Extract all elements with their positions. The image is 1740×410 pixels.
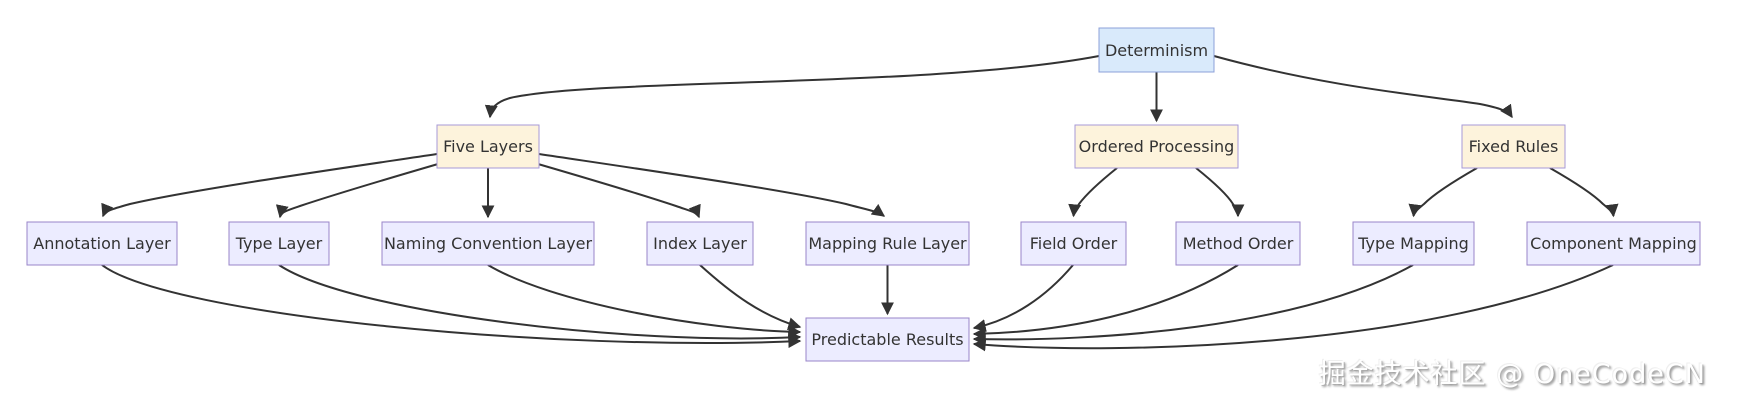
node-label: Annotation Layer [33,234,171,253]
node-box [381,221,595,266]
node-component-mapping: Component Mapping [1526,221,1701,266]
edge-fixed-rules-component-mapping [1549,167,1619,218]
edge-field-order-predictable-results [972,264,1074,332]
node-five-layers: Five Layers [436,124,540,169]
node-mapping-rule-layer: Mapping Rule Layer [805,221,970,266]
edge-five-layers-type-layer [275,163,439,219]
node-box [1526,221,1701,266]
node-type-layer: Type Layer [228,221,330,266]
node-index-layer: Index Layer [646,221,754,266]
edge-layer [101,55,1619,352]
node-label: Five Layers [443,137,533,156]
node-field-order: Field Order [1020,221,1127,266]
node-method-order: Method Order [1175,221,1301,266]
node-label: Ordered Processing [1079,137,1235,156]
node-ordered-processing: Ordered Processing [1074,124,1239,169]
node-naming-convention-layer: Naming Convention Layer [381,221,595,266]
node-label: Type Layer [235,234,323,253]
edge-method-order-predictable-results [972,264,1239,341]
edge-five-layers-mapping-rule-layer [538,153,886,217]
node-label: Predictable Results [811,330,963,349]
edge-index-layer-predictable-results [699,264,802,330]
node-determinism: Determinism [1098,27,1215,73]
node-box [805,221,970,266]
node-type-mapping: Type Mapping [1352,221,1475,266]
edge-determinism-fixed-rules [1213,55,1513,119]
edge-ordered-processing-method-order [1195,167,1245,218]
node-box [228,221,330,266]
edge-type-mapping-predictable-results [972,264,1414,346]
edge-five-layers-annotation-layer [101,153,438,218]
edge-determinism-five-layers [484,55,1100,119]
edge-component-mapping-predictable-results [972,264,1614,352]
node-label: Determinism [1105,41,1208,60]
node-box [1074,124,1239,169]
edge-ordered-processing-field-order [1068,167,1118,218]
edge-five-layers-index-layer [537,163,701,219]
node-box [436,124,540,169]
node-box [1175,221,1301,266]
node-box [646,221,754,266]
node-box [1352,221,1475,266]
edge-annotation-layer-predictable-results [101,264,802,349]
node-fixed-rules: Fixed Rules [1461,124,1566,169]
node-label: Index Layer [653,234,747,253]
node-box [805,317,970,362]
node-box [1020,221,1127,266]
node-label: Method Order [1183,234,1294,253]
node-annotation-layer: Annotation Layer [26,221,178,266]
node-label: Fixed Rules [1469,137,1559,156]
node-predictable-results: Predictable Results [805,317,970,362]
watermark-text: 掘金技术社区 @ OneCodeCN [1318,359,1706,390]
node-label: Field Order [1030,234,1118,253]
node-label: Mapping Rule Layer [808,234,967,253]
node-box [1098,27,1215,73]
node-box [26,221,178,266]
edge-fixed-rules-type-mapping [1408,167,1478,218]
edge-type-layer-predictable-results [278,264,802,345]
edge-naming-convention-layer-predictable-results [487,264,802,339]
node-box [1461,124,1566,169]
node-label: Component Mapping [1530,234,1697,253]
node-label: Naming Convention Layer [384,234,593,253]
node-label: Type Mapping [1357,234,1469,253]
